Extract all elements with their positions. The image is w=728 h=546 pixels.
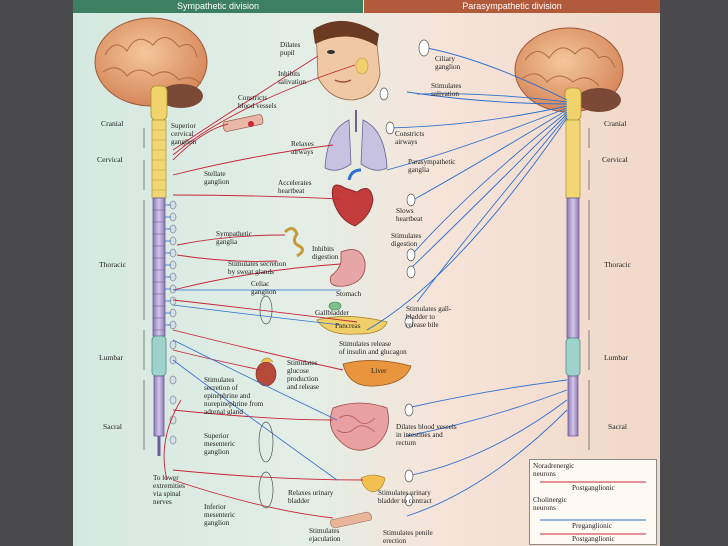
label-inhibits-digestion: Inhibits digestion [312,245,339,261]
liver [342,360,412,387]
sympathetic-preganglionic [165,204,342,481]
label-slows-heartbeat: Slows heartbeat [396,207,423,223]
sympathetic-header: Sympathetic division [73,0,363,13]
region-thoracic-right: Thoracic [604,260,631,269]
label-stimulates-secretion-sweat: Stimulates secretion by sweat glands [228,260,287,276]
left-spinal-cord [151,119,167,456]
right-brain [514,27,624,121]
sympathetic-chain [169,200,177,445]
label-to-lower-extremities: To lower extremities via spinal nerves [153,474,185,506]
parasympathetic-ganglia-ovals [379,39,430,507]
anatomy-illustration [94,17,624,529]
legend-postganglionic-2: Postganglionic [572,535,615,543]
label-superior-cervical-ganglion: Superior cervical ganglion [171,122,197,146]
label-parasympathetic-ganglia: Parasympathetic ganglia [408,158,456,174]
label-stimulates-digestion: Stimulates digestion [391,232,422,248]
label-stimulates-glucose: Stimulates glucose production and releas… [287,359,320,391]
region-sacral-left: Sacral [103,422,122,431]
label-gallbladder: Gallbladder [315,309,349,317]
label-pancreas: Pancreas [335,322,361,330]
label-dilates-blood-vessels: Dilates blood vessels in intestines and … [396,423,457,447]
legend-noradrenergic: Noradrenergic neurons [533,462,575,478]
lungs [324,110,388,171]
intestines [329,402,389,451]
legend-lines [540,481,646,535]
label-stimulates-secretion-adrenal: Stimulates secretion of epinephrine and … [204,376,264,416]
label-sympathetic-ganglia: Sympathetic ganglia [216,230,252,246]
region-cervical-left: Cervical [97,155,123,164]
parasympathetic-nerves [366,47,568,517]
label-relaxes-airways: Relaxes airways [291,140,314,156]
label-stimulates-gallbladder: Stimulates gall- bladder to release bile [406,305,452,329]
legend-preganglionic: Preganglionic [572,522,612,530]
region-thoracic-left: Thoracic [99,260,126,269]
label-celiac-ganglion: Celiac ganglion [251,280,277,296]
label-liver: Liver [371,367,387,375]
label-stellate-ganglion: Stellate ganglion [204,170,230,186]
pancreas [316,316,388,335]
sympathetic-ganglia-ovals [258,295,274,509]
label-stomach: Stomach [336,290,362,298]
head-face [313,20,381,101]
sympathetic-nerves [163,55,364,519]
heart [331,168,374,227]
left-brain [94,17,208,121]
right-spinal-cord [565,119,581,437]
urinary-bladder [360,474,386,493]
label-stimulates-penile: Stimulates penile erection [383,529,433,545]
parasympathetic-header: Parasympathetic division [364,0,660,13]
label-stimulates-ejaculation: Stimulates ejaculation [309,527,341,543]
label-stimulates-insulin: Stimulates release of insulin and glucag… [339,340,407,356]
diagram-canvas: Sympathetic division Parasympathetic div… [73,0,660,546]
label-ciliary-ganglion: Ciliary ganglion [435,55,461,71]
gallbladder [328,301,342,311]
label-constricts-blood-vessels: Constricts blood vessels [238,94,277,110]
region-sacral-right: Sacral [608,422,627,431]
label-dilates-pupil: Dilates pupil [280,41,301,57]
label-inferior-mesenteric-ganglion: Inferior mesenteric ganglion [204,503,236,527]
label-superior-mesenteric-ganglion: Superior mesenteric ganglion [204,432,236,456]
label-relaxes-urinary-bladder: Relaxes urinary bladder [288,489,334,505]
blood-vessel-icon [222,114,264,132]
legend-postganglionic-1: Postganglionic [572,484,615,492]
label-stimulates-urinary-bladder: Stimulates urinary bladder to contract [378,489,432,505]
label-accelerates-heartbeat: Accelerates heartbeat [278,179,312,195]
label-stimulates-salivation: Stimulates salivation [431,82,462,98]
legend-cholinergic: Cholinergic neurons [533,496,567,512]
label-constricts-airways: Constricts airways [395,130,425,146]
legend: Noradrenergic neurons Postganglionic Cho… [529,459,657,545]
region-cranial-left: Cranial [101,119,124,128]
region-cranial-right: Cranial [604,119,627,128]
region-brackets [143,128,590,450]
region-lumbar-left: Lumbar [99,353,124,362]
label-inhibits-salivation: Inhibits salivation [278,70,306,86]
region-lumbar-right: Lumbar [604,353,629,362]
sweat-gland [283,227,304,258]
region-cervical-right: Cervical [602,155,628,164]
reproductive-organ [330,511,372,529]
stomach [329,249,366,287]
